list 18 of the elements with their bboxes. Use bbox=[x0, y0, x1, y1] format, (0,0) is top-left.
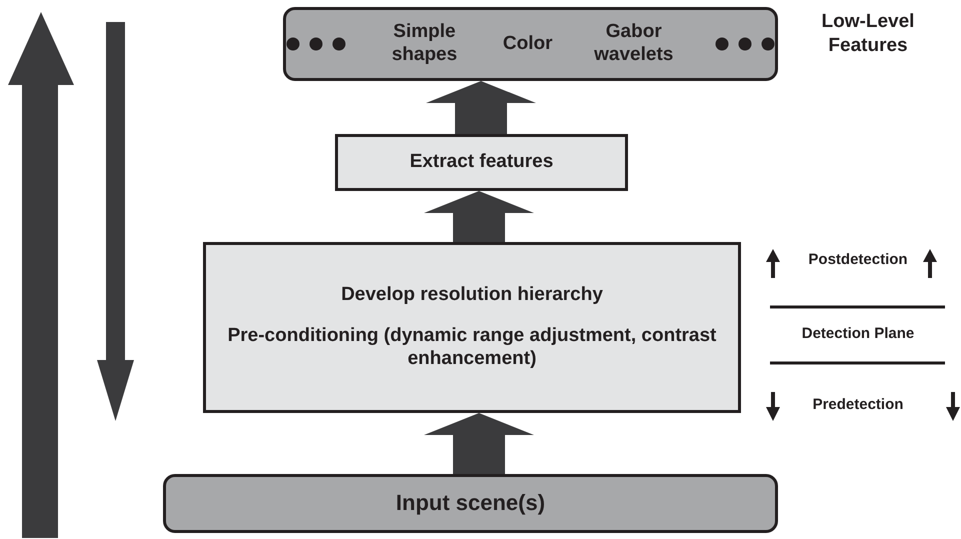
node-label: Develop resolution hierarchy bbox=[341, 284, 603, 308]
process-box bbox=[283, 7, 778, 81]
block-arrow bbox=[426, 81, 536, 134]
process-box bbox=[203, 242, 741, 413]
side-label: Low-Level Features bbox=[820, 10, 916, 58]
node-label: Gabor wavelets bbox=[593, 21, 674, 67]
node-label: Simple shapes bbox=[390, 21, 458, 67]
node-label: Pre-conditioning (dynamic range adjustment, contrast enhancement) bbox=[226, 325, 718, 371]
plane-label: Predetection bbox=[812, 396, 904, 415]
node-label: Extract features bbox=[410, 151, 554, 174]
process-box bbox=[335, 134, 628, 191]
block-arrow bbox=[424, 413, 534, 474]
plane-label: Detection Plane bbox=[800, 325, 916, 344]
node-label: Input scene(s) bbox=[396, 490, 546, 517]
block-arrow bbox=[424, 191, 534, 242]
plane-label: Postdetection bbox=[807, 251, 909, 270]
process-box bbox=[163, 474, 778, 533]
node-label: Color bbox=[502, 32, 552, 56]
